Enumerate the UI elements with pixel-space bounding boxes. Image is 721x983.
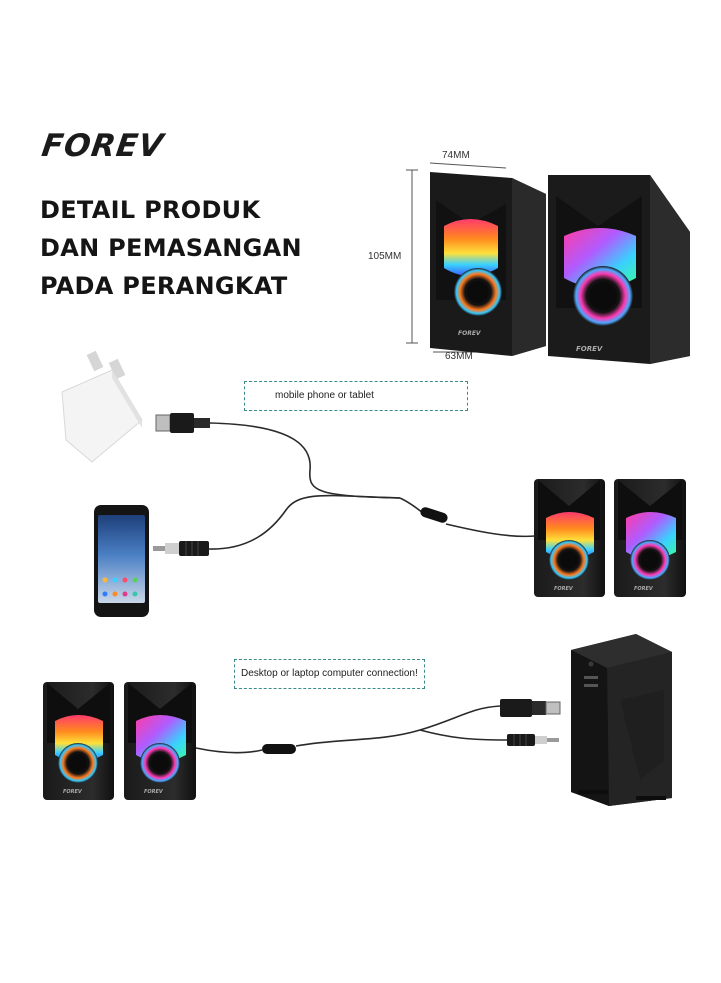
speaker-label: FOREV (144, 789, 164, 795)
dimension-width-label: 74MM (442, 150, 470, 161)
hero-speaker-right: FOREV (548, 175, 690, 364)
headline-line-2: DAN PEMASANGAN (40, 234, 302, 262)
dimension-depth-label: 63MM (445, 351, 473, 362)
speaker-small-left: FOREV (534, 479, 605, 597)
speaker-pair-desktop: FOREV FOREV (43, 682, 196, 800)
hero-speakers: FOREV FOREV (406, 162, 690, 364)
audio-jack-icon (507, 734, 559, 746)
cables-mobile (208, 422, 536, 550)
headline-line-1: DETAIL PRODUK (40, 196, 261, 224)
dim-width-line (429, 162, 507, 169)
smartphone-icon (94, 505, 149, 617)
caption-mobile-connection: mobile phone or tablet (244, 381, 468, 411)
usb-plug-icon (500, 699, 561, 717)
desktop-tower-icon (571, 634, 672, 806)
speaker-pair-mobile: FOREV FOREV (534, 479, 686, 597)
hero-speaker-left: FOREV (430, 172, 546, 356)
audio-jack-icon (153, 541, 209, 556)
cables-desktop (195, 705, 508, 754)
speaker-label: FOREV (63, 789, 83, 795)
speaker-label: FOREV (634, 586, 654, 592)
speaker-label: FOREV (458, 330, 482, 337)
usb-charger-icon (61, 350, 143, 463)
led-grille (444, 219, 498, 276)
usb-plug-icon (155, 413, 210, 433)
inline-volume-control (262, 744, 296, 754)
speaker-small-right: FOREV (124, 682, 196, 800)
speaker-small-left: FOREV (43, 682, 114, 800)
speaker-label: FOREV (576, 345, 603, 353)
inline-volume-control (420, 507, 448, 523)
dimension-height-label: 105MM (368, 251, 402, 262)
caption-desktop-connection: Desktop or laptop computer connection! (234, 659, 425, 689)
speaker-small-right: FOREV (614, 479, 686, 597)
headline-line-3: PADA PERANGKAT (40, 272, 288, 300)
speaker-label: FOREV (554, 586, 574, 592)
